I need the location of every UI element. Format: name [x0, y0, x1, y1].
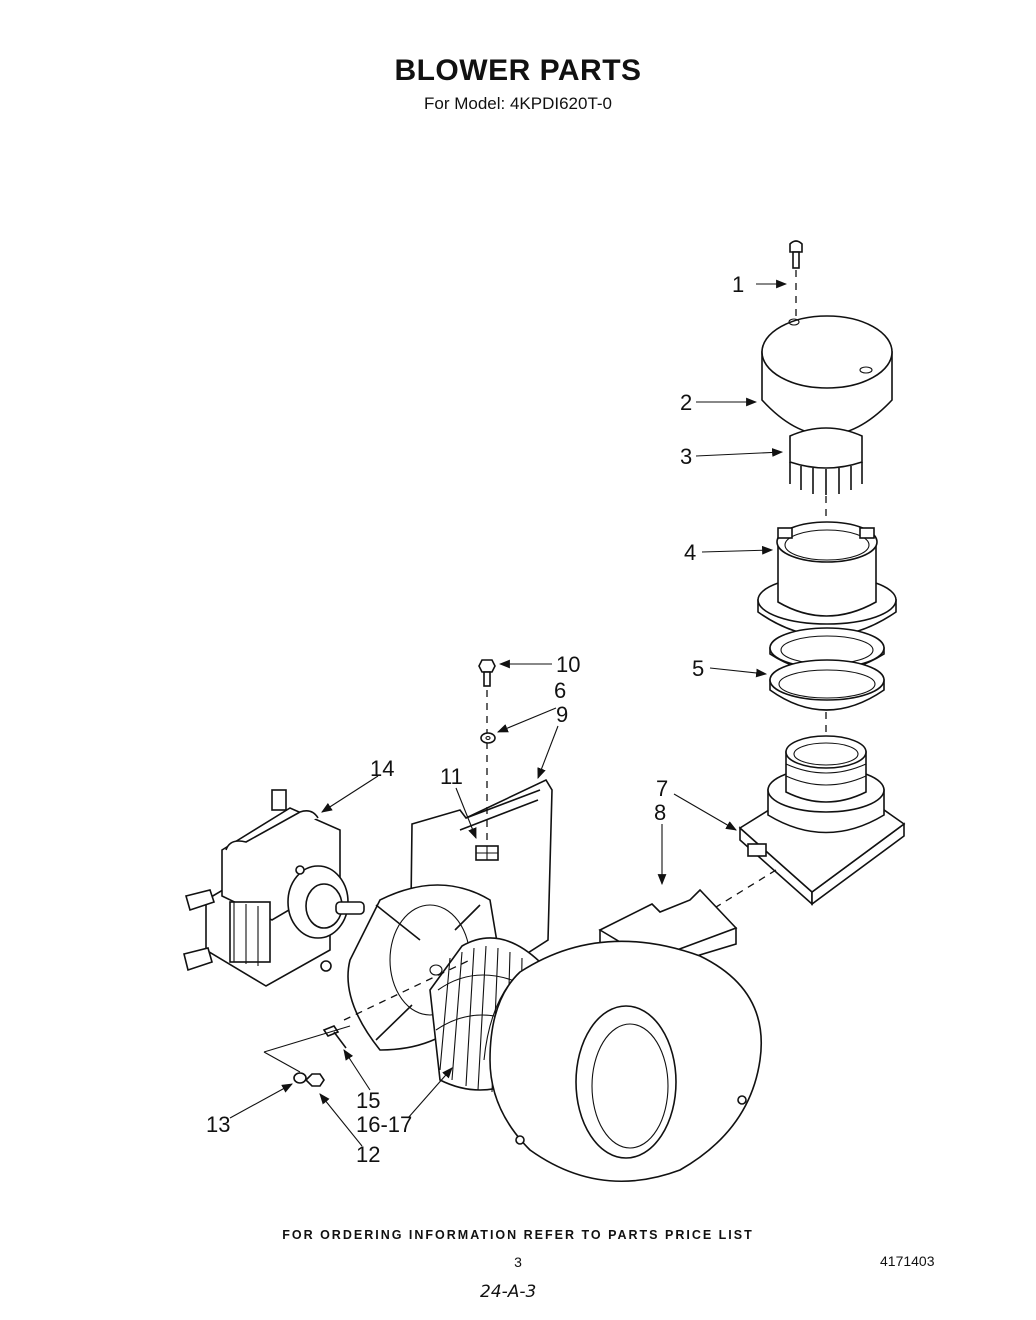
- callout-2: 2: [680, 390, 692, 415]
- part-12-nut: [304, 1073, 325, 1087]
- part-4-coupling: [757, 521, 897, 637]
- part-1-screw: [789, 240, 803, 318]
- handwritten-note: 24-A-3: [480, 1282, 537, 1302]
- callout-10: 10: [556, 652, 580, 677]
- callout-5: 5: [692, 656, 704, 681]
- callout-8: 8: [654, 800, 666, 825]
- axis-line: [343, 959, 471, 1021]
- callout-6: 6: [554, 678, 566, 703]
- ordering-note: FOR ORDERING INFORMATION REFER TO PARTS …: [282, 1228, 754, 1242]
- bracket-line-2: [263, 1051, 301, 1073]
- callout-15: 15: [356, 1088, 380, 1113]
- callout-14: 14: [370, 756, 394, 781]
- model-subtitle: For Model: 4KPDI620T-0: [423, 94, 613, 113]
- part-10-screw: [478, 659, 496, 687]
- bracket-line: [263, 1025, 351, 1053]
- leader-arrows: [229, 279, 788, 1147]
- document-number: 4171403: [880, 1253, 935, 1269]
- callout-11: 11: [440, 764, 463, 789]
- callout-4: 4: [684, 540, 696, 565]
- callout-3: 3: [680, 444, 692, 469]
- part-6-washer: [480, 732, 496, 744]
- part-3-terminal-base: [789, 427, 863, 530]
- callout-16-17: 16-17: [356, 1112, 412, 1137]
- part-5-gasket: [769, 659, 885, 735]
- part-15-screw: [322, 1025, 347, 1049]
- part-7-8-mount-base: [707, 735, 906, 913]
- callout-13: 13: [206, 1112, 230, 1137]
- part-13-washer: [293, 1072, 307, 1084]
- page-number: 3: [514, 1254, 522, 1270]
- part-14-motor: [183, 789, 365, 987]
- page-title: BLOWER PARTS: [394, 54, 642, 87]
- callout-9: 9: [556, 702, 568, 727]
- part-2-cover-cap: [761, 315, 893, 436]
- scroll-blower-housing: [483, 888, 762, 1183]
- callout-7: 7: [656, 776, 668, 801]
- callout-12: 12: [356, 1142, 380, 1167]
- callout-1: 1: [732, 272, 744, 297]
